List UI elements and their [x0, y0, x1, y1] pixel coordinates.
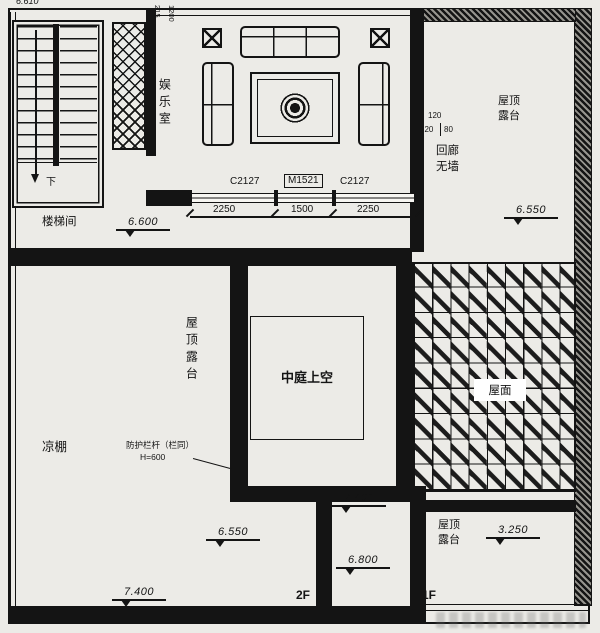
watermark — [436, 612, 586, 628]
atrium-label: 中庭上空 — [280, 370, 333, 385]
elevation-value: 7.400 — [123, 586, 155, 598]
elevation-line — [206, 539, 260, 541]
stair-stringer — [53, 24, 59, 166]
railing-note: 防护栏杆（栏同） — [126, 440, 195, 450]
elevation-triangle-icon — [125, 229, 135, 237]
dim-right-tick — [440, 123, 442, 136]
door-m1521-opening — [278, 193, 334, 203]
elevation-line — [486, 537, 540, 539]
elevation-marker-top-left: 6.600 — [116, 216, 170, 237]
corridor-no-wall-label: 回廊无墙 — [436, 145, 459, 173]
wall-bottom-right-double — [424, 604, 590, 611]
elevation-marker-top-right: 6.550 — [504, 204, 558, 225]
wall-bottom — [8, 606, 426, 622]
wall-atrium-left — [230, 248, 248, 502]
elevation-line — [332, 505, 386, 507]
elevation-line — [504, 217, 558, 219]
sofa-three-seat — [240, 26, 340, 58]
floor-2f-label: 2F — [296, 588, 311, 602]
stair-room-label: 楼梯间 — [42, 216, 77, 228]
shaft-hatched — [112, 22, 146, 150]
dim-line — [190, 216, 420, 218]
elevation-triangle-icon — [513, 217, 523, 225]
dim-span-left: 2250 — [213, 204, 236, 215]
dim-right-b: 120 — [420, 125, 434, 134]
railing-height: H=600 — [140, 452, 166, 462]
dim-right-a: 120 — [428, 111, 442, 120]
pergola-label: 凉棚 — [42, 440, 68, 454]
roof-terrace-bottom-right-label: 屋顶露台 — [438, 519, 460, 546]
door-tag: M1521 — [284, 174, 323, 188]
elevation-marker-mid: 7.400 — [332, 492, 386, 513]
stair-direction-line — [35, 30, 37, 176]
wall-top-entertainment — [146, 8, 414, 16]
elevation-line — [112, 599, 166, 601]
dim-vert-b: 1200 — [167, 5, 176, 22]
elevation-line — [116, 229, 170, 231]
sofa-right — [358, 62, 390, 146]
elevation-value: 6.600 — [127, 216, 159, 228]
dim-span-right: 2250 — [357, 204, 380, 215]
roof-terrace-left-label: 屋顶露台 — [184, 316, 199, 384]
rug-ornament-icon — [274, 87, 316, 129]
roof-tile-grid — [412, 262, 576, 492]
roof-label: 屋面 — [474, 379, 526, 401]
wall-right-hatched — [574, 8, 592, 606]
wall-mid-horizontal — [8, 248, 412, 266]
window-left-tag: C2127 — [230, 176, 260, 187]
elevation-triangle-icon — [121, 599, 131, 607]
elevation-triangle-icon — [495, 537, 505, 545]
roof-terrace-top-right-label: 屋顶露台 — [498, 95, 520, 122]
elevation-line — [336, 567, 390, 569]
elevation-value: 7.400 — [343, 492, 375, 504]
dim-span-mid: 1500 — [291, 204, 314, 215]
elevation-value: 6.550 — [217, 526, 249, 538]
wall-1f-divider — [410, 486, 426, 612]
dim-right-c: 80 — [444, 125, 453, 134]
atrium-void-outline — [250, 316, 364, 440]
elevation-triangle-icon — [215, 539, 225, 547]
stair-flight-right — [60, 26, 97, 164]
wall-mullion-1 — [274, 190, 278, 206]
stair-down-label: 下 — [46, 177, 56, 188]
stairwell-enclosure — [12, 20, 104, 208]
elevation-marker-bottom-right: 3.250 — [486, 524, 540, 545]
wall-mullion-2 — [332, 190, 336, 206]
elevation-marker-bottom-left: 7.400 — [112, 586, 166, 607]
elevation-value: 6.800 — [347, 554, 379, 566]
elevation-marker-terrace-left: 6.550 — [206, 526, 260, 547]
stair-down-arrow-icon — [31, 174, 39, 183]
elevation-value: 6.550 — [515, 204, 547, 216]
wall-entertainment-right — [410, 8, 424, 252]
sofa-left — [202, 62, 234, 146]
elevation-marker-corridor: 6.800 — [336, 554, 390, 575]
window-c2127-right — [336, 193, 414, 203]
elevation-value: 3.250 — [497, 524, 529, 536]
wall-left-double — [10, 12, 16, 606]
rug — [250, 72, 340, 144]
speaker-box-left-icon — [202, 28, 222, 48]
wall-pier-left — [146, 190, 192, 206]
wall-bottom-right-room-top — [426, 500, 576, 512]
window-right-tag: C2127 — [340, 176, 370, 187]
stair-landing-line — [17, 162, 97, 164]
wall-atrium-right — [396, 248, 412, 492]
elevation-triangle-icon — [345, 567, 355, 575]
elevation-triangle-icon — [341, 505, 351, 513]
entertainment-room-label: 娱乐室 — [157, 78, 172, 129]
dim-vert-a: 215 — [153, 5, 162, 18]
wall-entertainment-left — [146, 10, 156, 156]
wall-2f-divider — [316, 486, 332, 610]
speaker-box-right-icon — [370, 28, 390, 48]
wall-top-right-hatched — [412, 8, 576, 22]
window-c2127-left — [192, 193, 276, 203]
floor-1f-label: 1F — [422, 588, 437, 602]
elevation-top-cut: 6.610 — [16, 0, 39, 6]
